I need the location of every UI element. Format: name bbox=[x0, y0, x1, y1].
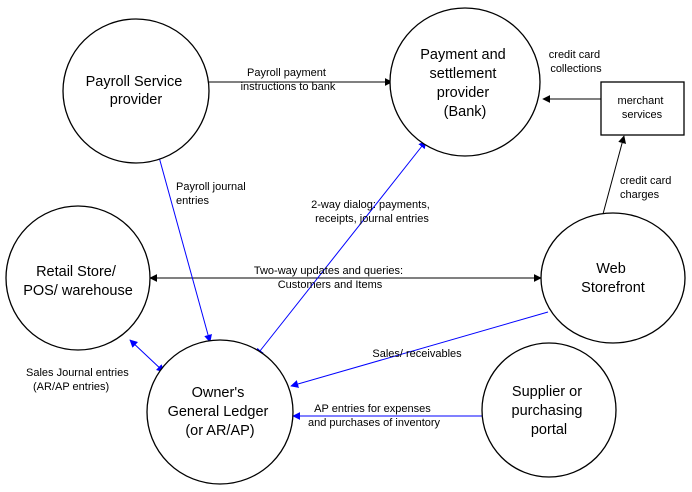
edge-web-to-ledger-label: Sales/ receivables bbox=[372, 348, 462, 360]
edge-payroll-to-ledger-label: Payroll journal entries bbox=[176, 181, 249, 207]
node-ledger-label: Owner's General Ledger (or AR/AP) bbox=[168, 385, 273, 439]
edge-web-to-merchant-label: credit card charges bbox=[620, 175, 674, 201]
edge-retail-web-label: Two-way updates and queries: Customers a… bbox=[254, 265, 406, 291]
node-payroll-label: Payroll Service provider bbox=[86, 74, 187, 108]
edge-merchant-to-bank-label: credit card collections bbox=[549, 49, 603, 75]
edge-supplier-to-ledger-label: AP entries for expenses and purchases of… bbox=[308, 403, 441, 429]
node-payroll bbox=[62, 18, 210, 164]
node-merchant-label: merchant services bbox=[618, 95, 667, 121]
node-supplier bbox=[481, 342, 617, 478]
node-web-label: Web Storefront bbox=[581, 261, 645, 296]
node-retail-label: Retail Store/ POS/ warehouse bbox=[23, 264, 133, 299]
edge-payroll-to-bank-label: Payroll payment instructions to bank bbox=[241, 67, 336, 93]
edge-ledger-bank-label: 2-way dialog: payments, receipts, journa… bbox=[311, 199, 433, 225]
node-supplier-label: Supplier or purchasing portal bbox=[512, 384, 587, 438]
edge-retail-ledger-label: Sales Journal entries (AR/AP entries) bbox=[26, 367, 132, 393]
edge-ledger-bank bbox=[255, 140, 427, 357]
node-merchant bbox=[600, 81, 685, 136]
edge-web-to-merchant bbox=[602, 135, 626, 215]
node-bank bbox=[389, 7, 541, 157]
node-ledger bbox=[146, 339, 294, 485]
edge-payroll-to-ledger bbox=[158, 156, 212, 343]
node-web bbox=[540, 212, 686, 344]
node-bank-label: Payment and settlement provider (Bank) bbox=[420, 47, 509, 120]
edge-retail-ledger bbox=[129, 339, 165, 373]
node-retail bbox=[5, 205, 151, 351]
edge-web-to-ledger bbox=[290, 311, 549, 388]
